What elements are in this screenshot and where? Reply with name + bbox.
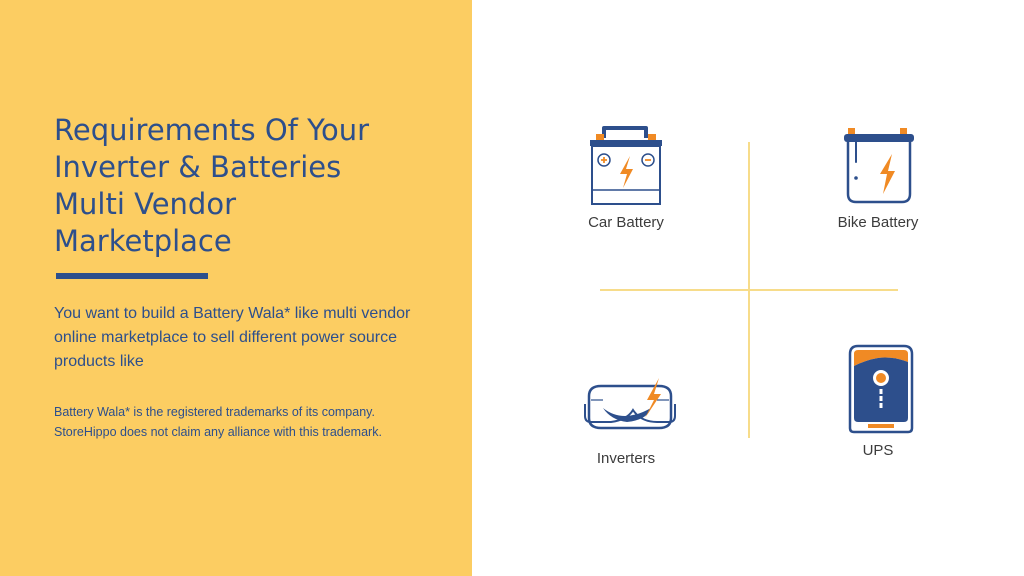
car-battery-icon	[590, 126, 662, 205]
product-label: Car Battery	[588, 214, 664, 231]
disclaimer-line: Battery Wala* is the registered trademar…	[54, 405, 375, 419]
intro-line: products like	[54, 353, 144, 370]
product-label: Bike Battery	[837, 214, 919, 231]
disclaimer-line: StoreHippo does not claim any alliance w…	[54, 425, 382, 439]
inverter-icon	[584, 378, 676, 430]
product-label: UPS	[862, 442, 894, 459]
title-line: Requirements Of Your	[54, 113, 369, 147]
bike-battery-icon	[844, 128, 914, 204]
intro-line: You want to build a Battery Wala* like m…	[54, 305, 411, 322]
ups-icon	[848, 344, 914, 434]
trademark-disclaimer: Battery Wala* is the registered trademar…	[54, 402, 454, 442]
left-panel: Requirements Of Your Inverter & Batterie…	[0, 0, 472, 576]
product-label: Inverters	[596, 450, 656, 467]
title-line: Inverter & Batteries	[54, 150, 342, 184]
product-ups: UPS	[818, 344, 938, 459]
intro-line: online marketplace to sell different pow…	[54, 329, 397, 346]
product-bike-battery: Bike Battery	[818, 122, 938, 231]
title-line: Multi Vendor	[54, 187, 236, 221]
product-inverters: Inverters	[566, 370, 686, 467]
intro-text: You want to build a Battery Wala* like m…	[54, 302, 454, 374]
title-underline	[56, 273, 208, 279]
grid-divider-horizontal	[600, 289, 898, 291]
product-car-battery: Car Battery	[566, 122, 686, 231]
slide-title: Requirements Of Your Inverter & Batterie…	[54, 112, 454, 260]
title-line: Marketplace	[54, 224, 232, 258]
